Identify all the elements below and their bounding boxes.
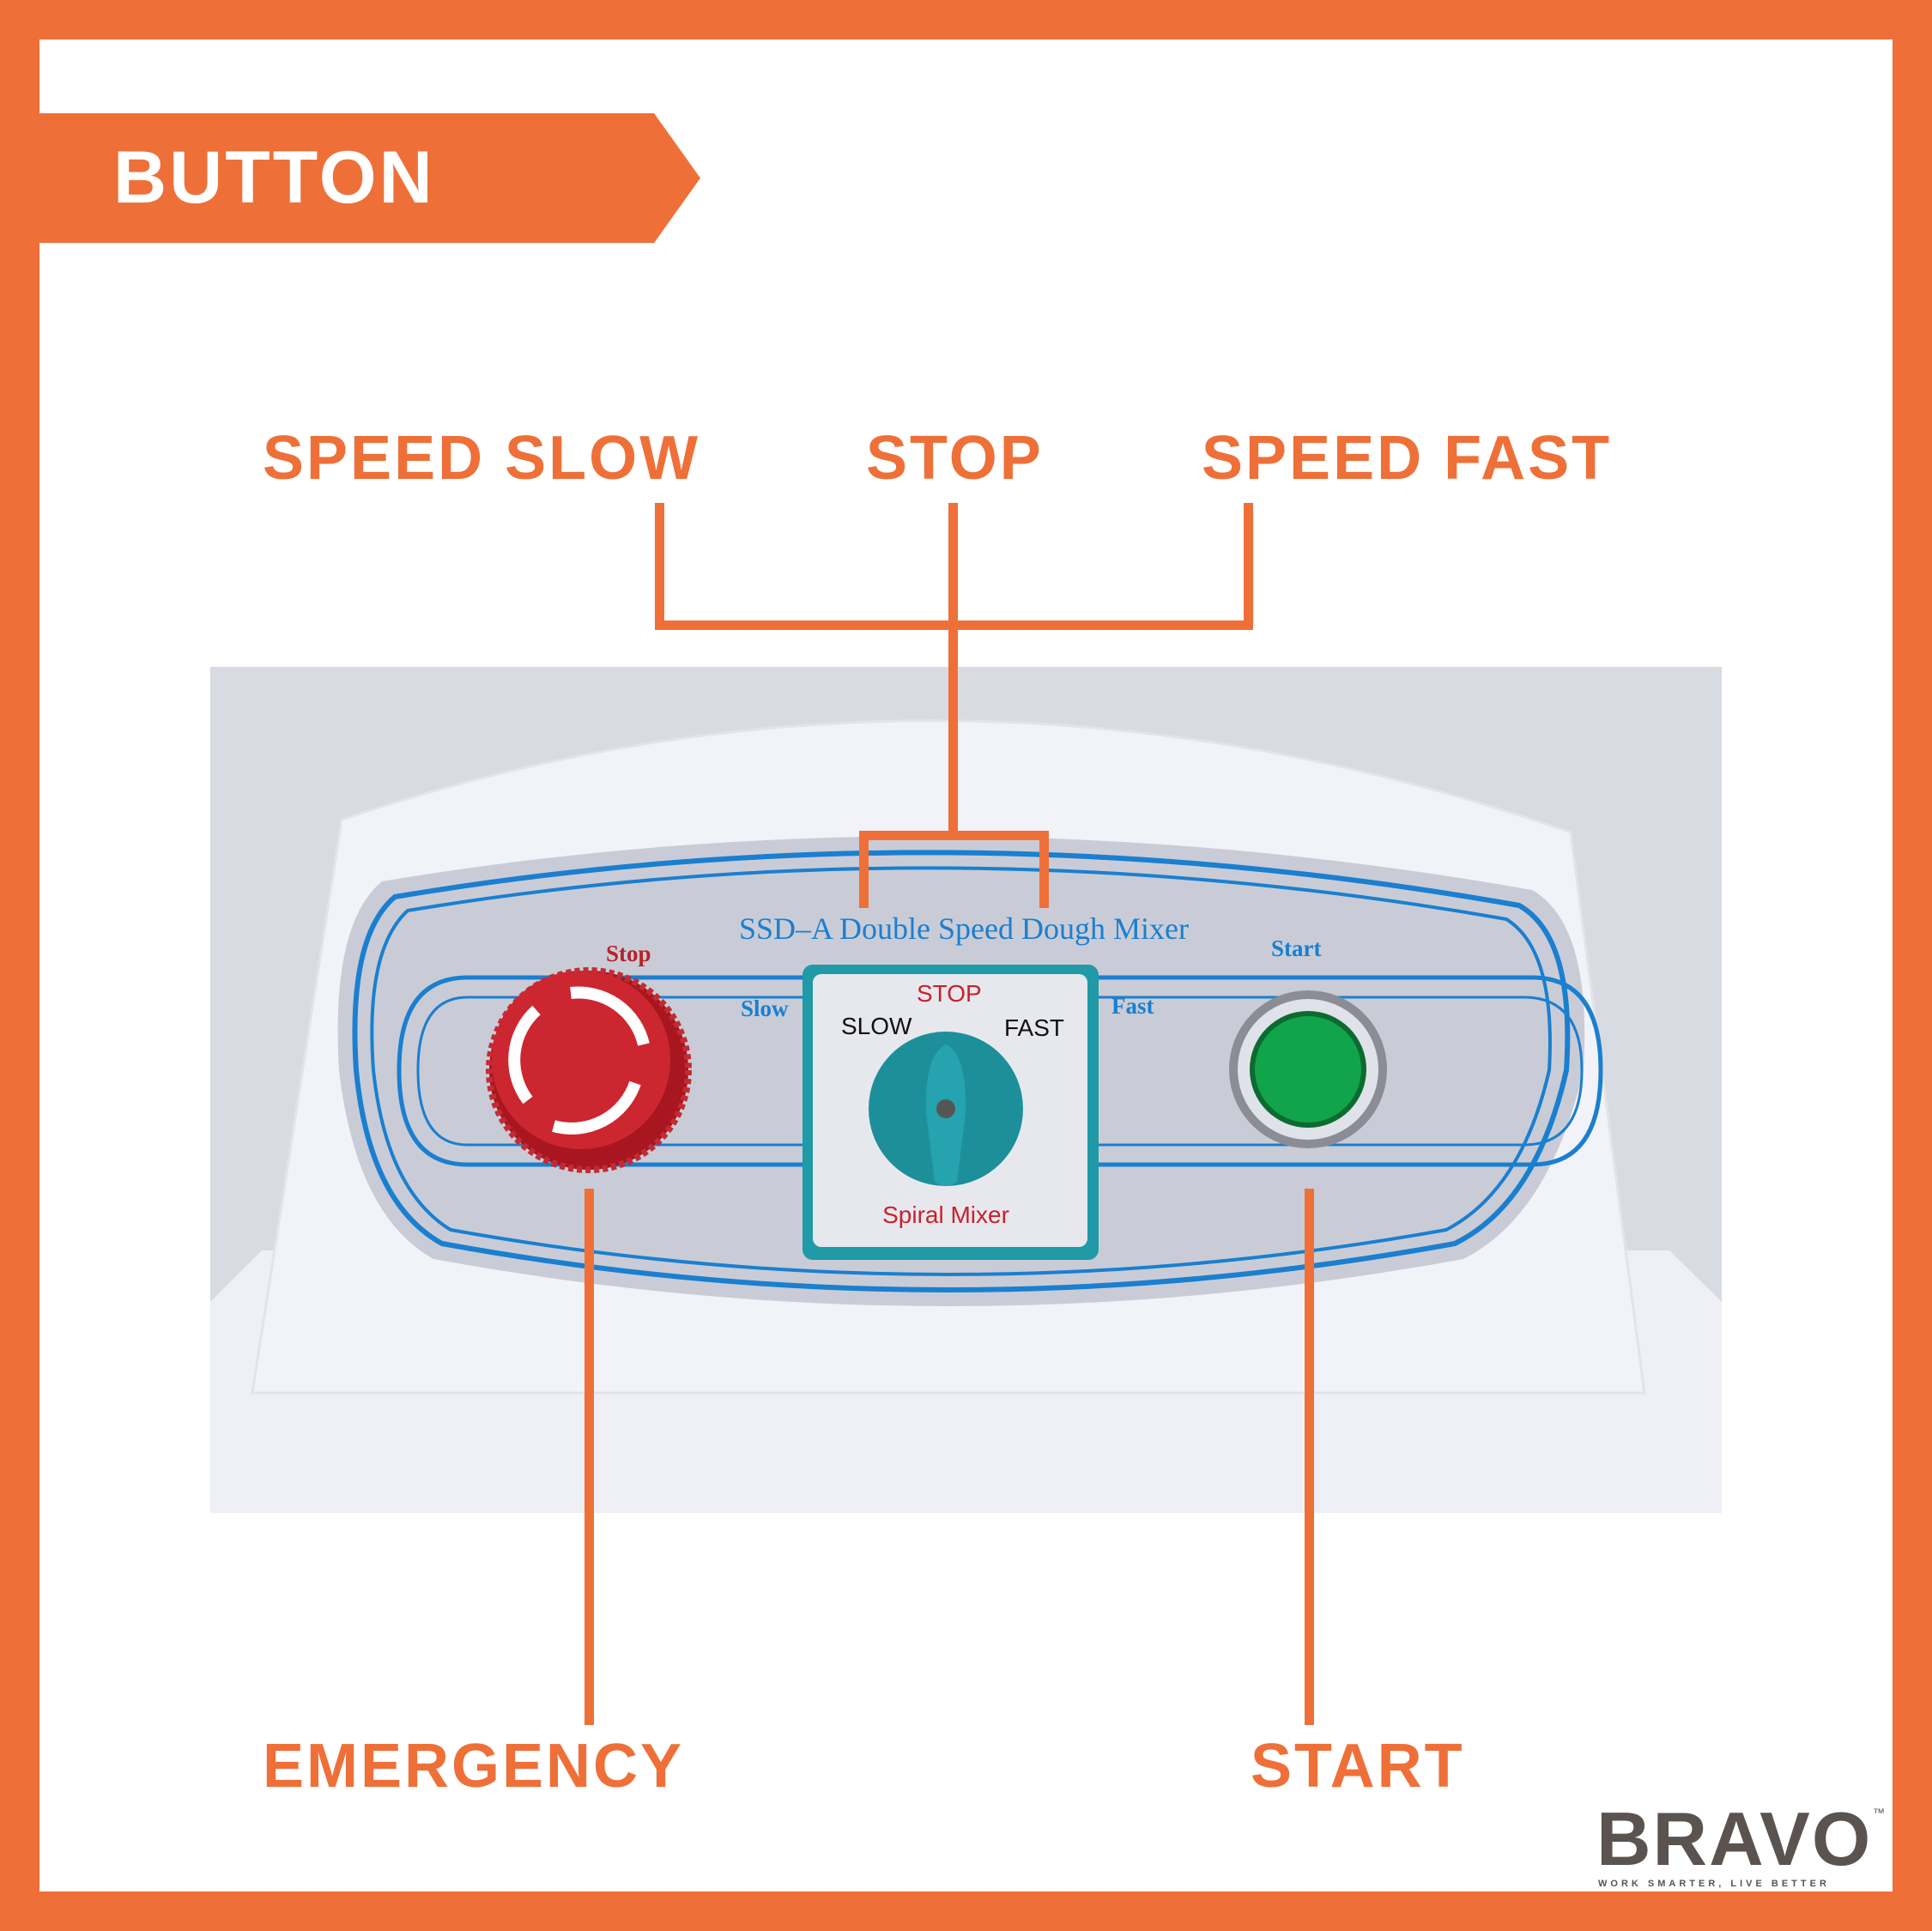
logo-tagline: WORK SMARTER, LIVE BETTER	[1598, 1879, 1830, 1889]
leader-line	[1305, 1189, 1314, 1725]
logo-name: BRAVO	[1596, 1796, 1873, 1881]
panel-inner-outline	[397, 975, 1603, 1167]
switch-stop-text: STOP	[917, 980, 982, 1007]
panel-outline	[352, 850, 1571, 1292]
emergency-stop-button[interactable]	[486, 967, 692, 1173]
label-start: START	[1251, 1732, 1465, 1801]
leader-line	[859, 831, 869, 908]
label-speed-slow: SPEED SLOW	[263, 424, 701, 493]
leader-line	[859, 831, 1049, 840]
panel-stop-text: Stop	[606, 941, 651, 966]
panel-start-text: Start	[1271, 935, 1322, 961]
panel-model-text: SSD–A Double Speed Dough Mixer	[739, 911, 1189, 946]
start-button[interactable]	[1229, 990, 1387, 1148]
section-banner	[39, 113, 700, 243]
switch-brand-text: Spiral Mixer	[882, 1202, 1009, 1228]
switch-slow-text: SLOW	[841, 1013, 912, 1039]
panel-slow-text: Slow	[741, 996, 789, 1021]
panel-fast-text: Fast	[1111, 993, 1154, 1019]
leader-line	[1244, 503, 1253, 630]
speed-selector-switch[interactable]	[802, 965, 1099, 1260]
label-stop: STOP	[866, 424, 1044, 493]
label-speed-fast: SPEED FAST	[1202, 424, 1613, 493]
leader-line	[948, 503, 958, 831]
banner-title: BUTTON	[113, 136, 435, 219]
switch-fast-text: FAST	[1004, 1014, 1065, 1041]
leader-line	[1039, 831, 1049, 908]
label-emergency: EMERGENCY	[263, 1732, 685, 1801]
leader-line	[584, 1189, 594, 1725]
control-panel-photo	[210, 667, 1722, 1513]
logo-tm: ™	[1873, 1806, 1885, 1819]
leader-line	[655, 503, 664, 630]
panel-inner-outline	[416, 996, 1584, 1147]
panel-outline	[370, 866, 1552, 1276]
rotate-arrow-icon	[570, 986, 650, 1046]
